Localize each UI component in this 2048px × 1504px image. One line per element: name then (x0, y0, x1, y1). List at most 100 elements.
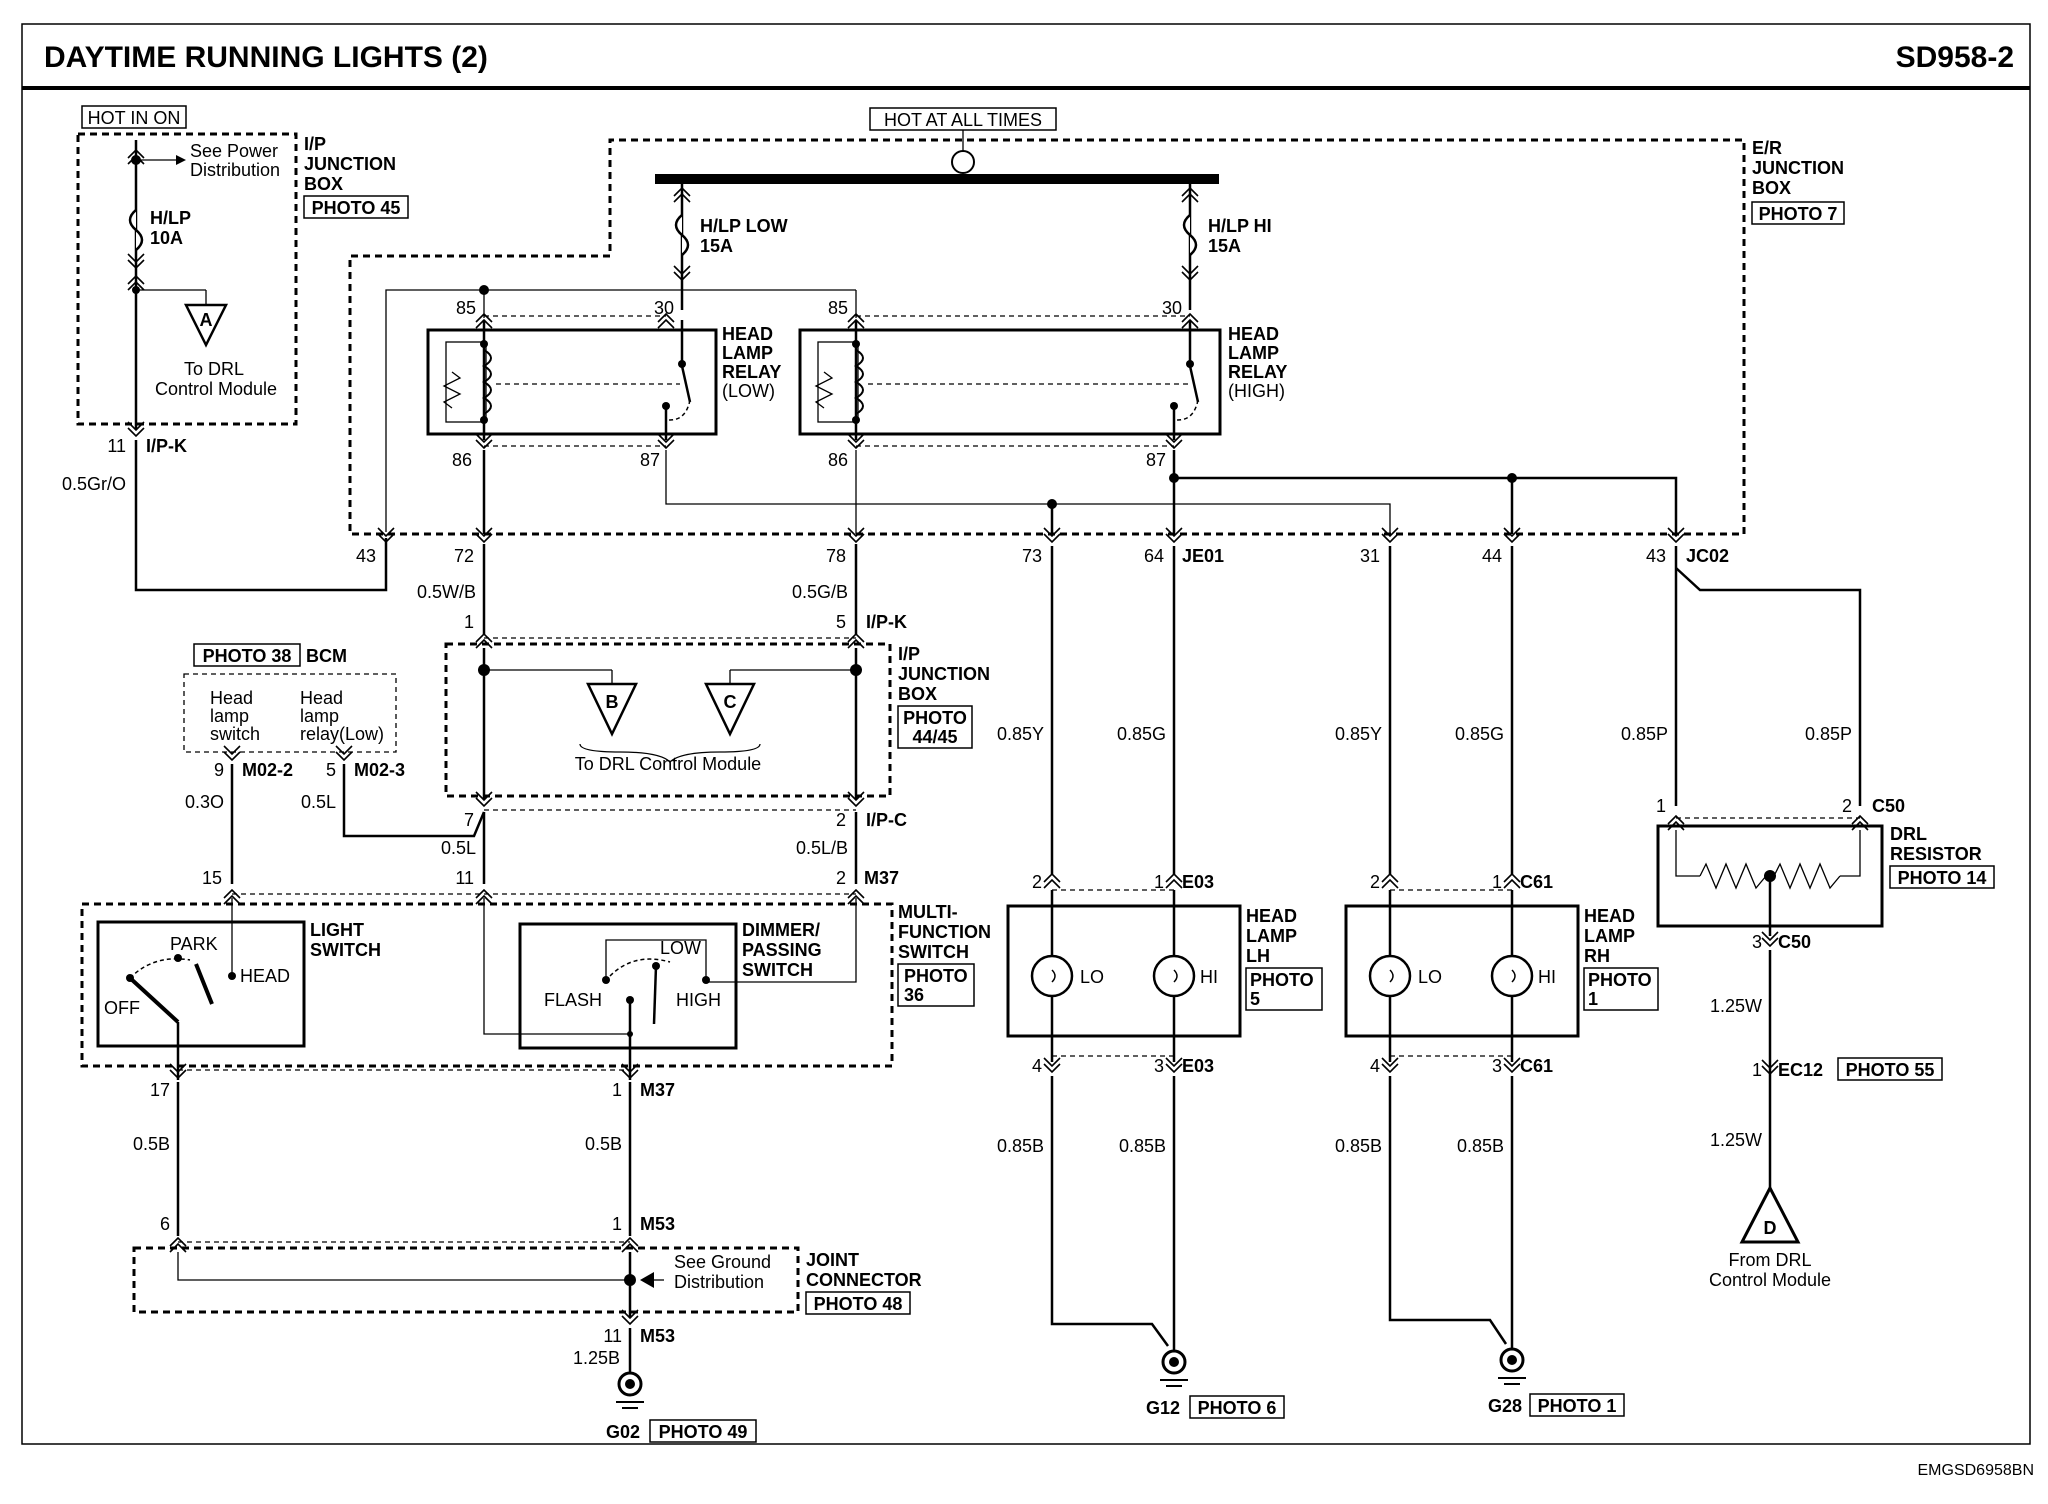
er-pin-72: 72 (454, 546, 474, 566)
er-pin-43b: 43 (1646, 546, 1666, 566)
diagram-title: DAYTIME RUNNING LIGHTS (2) (44, 41, 488, 74)
ec12-conn: EC12 (1778, 1060, 1823, 1080)
relay-high-label: HEAD (1228, 324, 1279, 344)
light-switch-park: PARK (170, 934, 218, 954)
power-bus: HOT AT ALL TIMES (655, 107, 1219, 184)
relay-high-pin87: 87 (1146, 450, 1166, 470)
svg-text:SWITCH: SWITCH (742, 960, 813, 980)
dimmer-switch-label: DIMMER/ (742, 920, 820, 940)
lh-conn-e03-bot: E03 (1182, 1056, 1214, 1076)
svg-text:JUNCTION: JUNCTION (304, 154, 396, 174)
ip-junction-name: I/P (304, 134, 326, 154)
svg-text:BOX: BOX (898, 684, 937, 704)
ip-mid-pin7: 7 (464, 810, 474, 830)
dimmer-low: LOW (660, 938, 701, 958)
bcm-pin9: 9 (214, 760, 224, 780)
ip-mid-conn-ipc: I/P-C (866, 810, 907, 830)
svg-text:5: 5 (1250, 989, 1260, 1009)
drl-pin3: 3 (1752, 932, 1762, 952)
ip-junction-box-top: HOT IN ON See Power Distribution H/LP 10… (62, 105, 409, 592)
svg-text:M02-3: M02-3 (354, 760, 405, 780)
marker-d: D (1764, 1218, 1777, 1238)
mfs-pin15: 15 (202, 868, 222, 888)
wire-085p-left: 0.85P (1621, 724, 1668, 744)
header: DAYTIME RUNNING LIGHTS (2) SD958-2 (21, 23, 2031, 1445)
head-lamp-lh-label: HEAD (1246, 906, 1297, 926)
svg-text:15A: 15A (700, 236, 733, 256)
ip-mid-pin2: 2 (836, 810, 846, 830)
svg-text:M53: M53 (640, 1326, 675, 1346)
svg-text:SWITCH: SWITCH (310, 940, 381, 960)
ec12-pin1: 1 (1752, 1060, 1762, 1080)
svg-text:BOX: BOX (1752, 178, 1791, 198)
svg-text:M02-2: M02-2 (242, 760, 293, 780)
wire-125b: 1.25B (573, 1348, 620, 1368)
lh-photo: PHOTO (1250, 970, 1314, 990)
relay-low-pin86: 86 (452, 450, 472, 470)
wire-125w-1: 1.25W (1710, 996, 1762, 1016)
svg-text:RESISTOR: RESISTOR (1890, 844, 1982, 864)
svg-text:36: 36 (904, 985, 924, 1005)
svg-text:PASSING: PASSING (742, 940, 822, 960)
rh-pin1: 1 (1492, 872, 1502, 892)
ip-mid-name: I/P (898, 644, 920, 664)
svg-text:1: 1 (1588, 989, 1598, 1009)
marker-a: A (200, 310, 213, 330)
drl-resistor: 0.85P 0.85P 1 2 C50 DRL RESISTOR PHOTO 1… (1621, 546, 1995, 1290)
svg-text:JUNCTION: JUNCTION (898, 664, 990, 684)
joint-photo: PHOTO 48 (814, 1294, 903, 1314)
svg-text:LAMP: LAMP (1584, 926, 1635, 946)
svg-text:LH: LH (1246, 946, 1270, 966)
lh-pin3: 3 (1154, 1056, 1164, 1076)
bcm-name: BCM (306, 646, 347, 666)
svg-text:LAMP: LAMP (1228, 343, 1279, 363)
ground-g12: G12 (1146, 1398, 1180, 1418)
relay-high-pin86: 86 (828, 450, 848, 470)
svg-text:RH: RH (1584, 946, 1610, 966)
from-drl-control-module: From DRL (1728, 1250, 1811, 1270)
ip-junction-photo: PHOTO 45 (312, 198, 401, 218)
wire-085g-rh: 0.85G (1455, 724, 1504, 744)
hot-at-all-times-label: HOT AT ALL TIMES (884, 110, 1042, 130)
bcm-photo: PHOTO 38 (203, 646, 292, 666)
wire-085p-right: 0.85P (1805, 724, 1852, 744)
drl-pin1: 1 (1656, 796, 1666, 816)
drl-pin2: 2 (1842, 796, 1852, 816)
svg-text:FUNCTION: FUNCTION (898, 922, 991, 942)
wire-05l-bcm: 0.5L (301, 792, 336, 812)
rh-conn-c61-top: C61 (1520, 872, 1553, 892)
rh-pin3: 3 (1492, 1056, 1502, 1076)
relay-low-pin85: 85 (456, 298, 476, 318)
ground-g12-photo: PHOTO 6 (1198, 1398, 1277, 1418)
er-pin-78: 78 (826, 546, 846, 566)
svg-text:RELAY: RELAY (1228, 362, 1287, 382)
relay-low-pin87: 87 (640, 450, 660, 470)
light-switch-head: HEAD (240, 966, 290, 986)
mid-to-switch-wiring: 0.5L 0.5L/B (441, 812, 858, 884)
relay-high-pin30: 30 (1162, 298, 1182, 318)
wire-05gro: 0.5Gr/O (62, 474, 126, 494)
wire-125w-2: 1.25W (1710, 1130, 1762, 1150)
ground-g28: G28 (1488, 1396, 1522, 1416)
rh-lo: LO (1418, 967, 1442, 987)
svg-text:CONNECTOR: CONNECTOR (806, 1270, 922, 1290)
fuse-hlp-hi: H/LP HI (1208, 216, 1272, 236)
mfs-pin1: 1 (612, 1080, 622, 1100)
fuse-hlp-10a: H/LP (150, 208, 191, 228)
see-power-distribution: See Power (190, 141, 278, 161)
rh-pin2: 2 (1370, 872, 1380, 892)
rh-photo: PHOTO (1588, 970, 1652, 990)
rh-conn-c61-bot: C61 (1520, 1056, 1553, 1076)
mfs-pin2: 2 (836, 868, 846, 888)
svg-text:BOX: BOX (304, 174, 343, 194)
rh-hi: HI (1538, 967, 1556, 987)
joint-connector: 0.5B 0.5B 6 1 M53 See Ground Distributio… (132, 1082, 922, 1443)
er-pin-64: 64 (1144, 546, 1164, 566)
ground-g02-photo: PHOTO 49 (659, 1422, 748, 1442)
head-lamp-lh: 0.85Y 0.85G 2 1 E03 LO HI HEAD LAMP LH P… (997, 546, 1323, 1419)
svg-text:Distribution: Distribution (190, 160, 280, 180)
svg-text:lamp: lamp (210, 706, 249, 726)
mfs-pin11: 11 (455, 868, 474, 888)
ground-g28-photo: PHOTO 1 (1538, 1396, 1617, 1416)
svg-text:Control Module: Control Module (1709, 1270, 1831, 1290)
